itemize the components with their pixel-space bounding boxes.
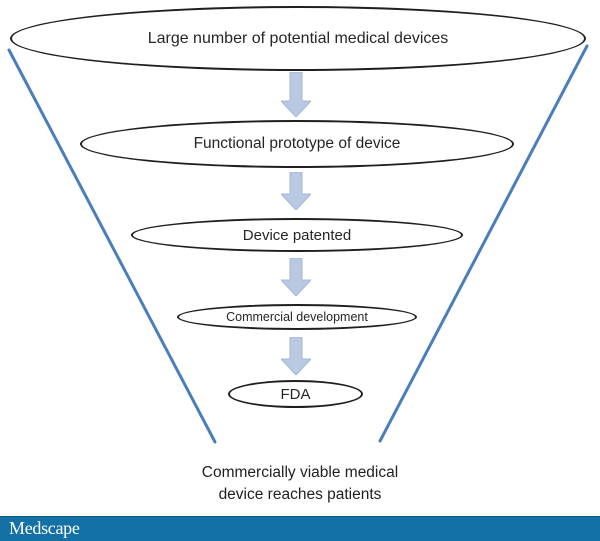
stage-ellipse-device-patented: Device patented: [131, 218, 463, 252]
medscape-logo: Medscape: [9, 518, 80, 538]
stage-ellipse-potential-devices: Large number of potential medical device…: [10, 6, 586, 71]
down-arrow-icon: [281, 258, 311, 296]
caption-line-2: device reaches patients: [218, 486, 382, 503]
stage-ellipse-fda: FDA: [228, 380, 363, 408]
caption: Commercially viable medical device reach…: [0, 462, 600, 506]
stage-ellipse-functional-prototype: Functional prototype of device: [80, 120, 514, 168]
funnel-right-line: [378, 44, 589, 443]
stage-label: Functional prototype of device: [193, 135, 401, 152]
down-arrow-icon: [281, 337, 311, 375]
caption-line-1: Commercially viable medical: [201, 464, 399, 481]
stage-ellipse-commercial-development: Commercial development: [177, 304, 417, 330]
down-arrow-icon: [281, 172, 311, 210]
stage-label: Large number of potential medical device…: [147, 29, 449, 47]
medscape-footer-bar: Medscape: [0, 516, 600, 541]
stage-label: Commercial development: [226, 310, 368, 324]
stage-label: FDA: [280, 385, 311, 403]
funnel-left-line: [7, 48, 217, 444]
stage-label: Device patented: [242, 226, 352, 244]
down-arrow-icon: [281, 72, 311, 117]
